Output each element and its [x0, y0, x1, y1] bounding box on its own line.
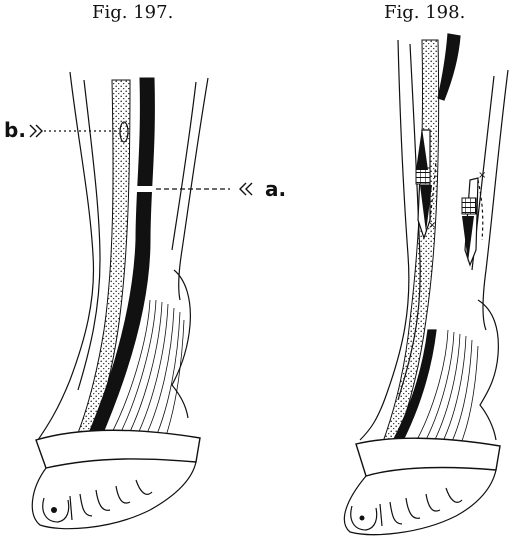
- toe-nail-mark: [360, 516, 365, 521]
- figure-197-leg-drawing: [30, 72, 252, 529]
- toe-nail-mark: [51, 507, 57, 513]
- leg-outline-right-inner: [172, 82, 196, 250]
- figure-198-leg-drawing: × ×: [344, 34, 508, 535]
- foot-outline: [32, 462, 196, 529]
- ligature-gap-a: [136, 186, 156, 192]
- ankle-contour: [478, 300, 498, 440]
- leg-outline-inner-left: [78, 80, 100, 390]
- ligature-block-left: [416, 168, 430, 184]
- cross-mark: ×: [478, 170, 486, 181]
- leg-outline-left: [38, 72, 93, 440]
- tendon-stippled: [72, 80, 130, 448]
- cross-mark-left: ×: [428, 220, 436, 231]
- arrow-b: [30, 125, 42, 137]
- leg-outline-right: [483, 70, 508, 330]
- arrow-a: [240, 183, 252, 195]
- toes: [351, 488, 462, 530]
- ankle-contour: [172, 270, 190, 418]
- ligature-block-right: [462, 198, 476, 214]
- artery-dark-upper: [438, 34, 460, 100]
- foot-bandage: [36, 430, 200, 468]
- foot-outline: [344, 470, 496, 535]
- foot-bandage: [356, 438, 500, 476]
